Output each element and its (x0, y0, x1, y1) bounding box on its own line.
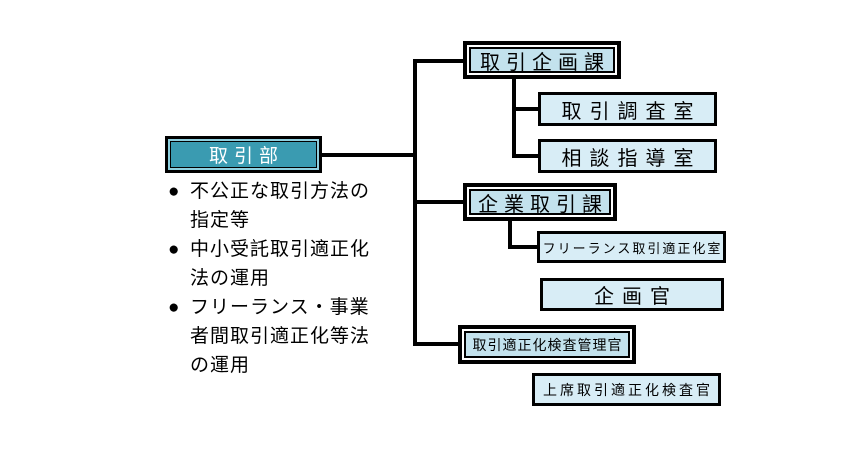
trade-fairness-inspection-manager-label: 取引適正化検査管理官 (472, 336, 623, 353)
freelance-trade-fairness-office-label: フリーランス取引適正化室 (542, 240, 723, 256)
trade-fairness-inspection-manager-box: 取引適正化検査管理官 (464, 331, 630, 358)
enterprise-trade-division-label: 企業取引課 (478, 193, 608, 216)
planning-officer-box: 企画官 (540, 278, 724, 311)
bullet-icon: ● (168, 181, 180, 202)
consultation-guidance-office-label: 相談指導室 (561, 147, 702, 170)
trade-department-box: 取引部 (170, 141, 317, 168)
trade-research-office-label: 取引調査室 (561, 100, 702, 123)
connector-to-consultation-office (512, 154, 538, 158)
consultation-guidance-office-box: 相談指導室 (538, 139, 717, 173)
planning-officer-label: 企画官 (594, 286, 678, 308)
connector-trade-planning-drop (512, 79, 516, 158)
responsibility-item: ● フリーランス・事業 者間取引適正化等法 の運用 (168, 293, 428, 380)
responsibility-text: 中小受託取引適正化 法の運用 (190, 239, 371, 289)
connector-enterprise-trade-drop (508, 221, 512, 249)
trade-research-office-box: 取引調査室 (538, 92, 717, 126)
enterprise-trade-division-box: 企業取引課 (469, 189, 611, 216)
trade-planning-division-box: 取引企画課 (469, 47, 615, 74)
bullet-icon: ● (168, 239, 180, 260)
connector-to-trade-research-office (512, 107, 538, 111)
responsibilities-list: ● 不公正な取引方法の 指定等 ● 中小受託取引適正化 法の運用 ● フリーラン… (168, 177, 428, 380)
responsibility-text: フリーランス・事業 者間取引適正化等法 の運用 (190, 297, 371, 376)
responsibility-text: 不公正な取引方法の 指定等 (190, 181, 371, 231)
responsibility-item: ● 不公正な取引方法の 指定等 (168, 177, 428, 235)
senior-trade-fairness-inspector-label: 上席取引適正化検査官 (543, 381, 713, 398)
connector-trunk-to-inspection-manager (413, 342, 458, 346)
connector-dept-to-trunk (322, 153, 415, 157)
connector-trunk-to-enterprise-trade (413, 200, 463, 204)
trade-department-label: 取引部 (208, 146, 284, 167)
trade-planning-division-label: 取引企画課 (480, 51, 610, 74)
connector-trunk-to-trade-planning (413, 59, 463, 63)
freelance-trade-fairness-office-box: フリーランス取引適正化室 (537, 231, 726, 263)
connector-to-freelance-office (508, 245, 537, 249)
senior-trade-fairness-inspector-box: 上席取引適正化検査官 (532, 373, 721, 406)
responsibility-item: ● 中小受託取引適正化 法の運用 (168, 235, 428, 293)
bullet-icon: ● (168, 297, 180, 318)
